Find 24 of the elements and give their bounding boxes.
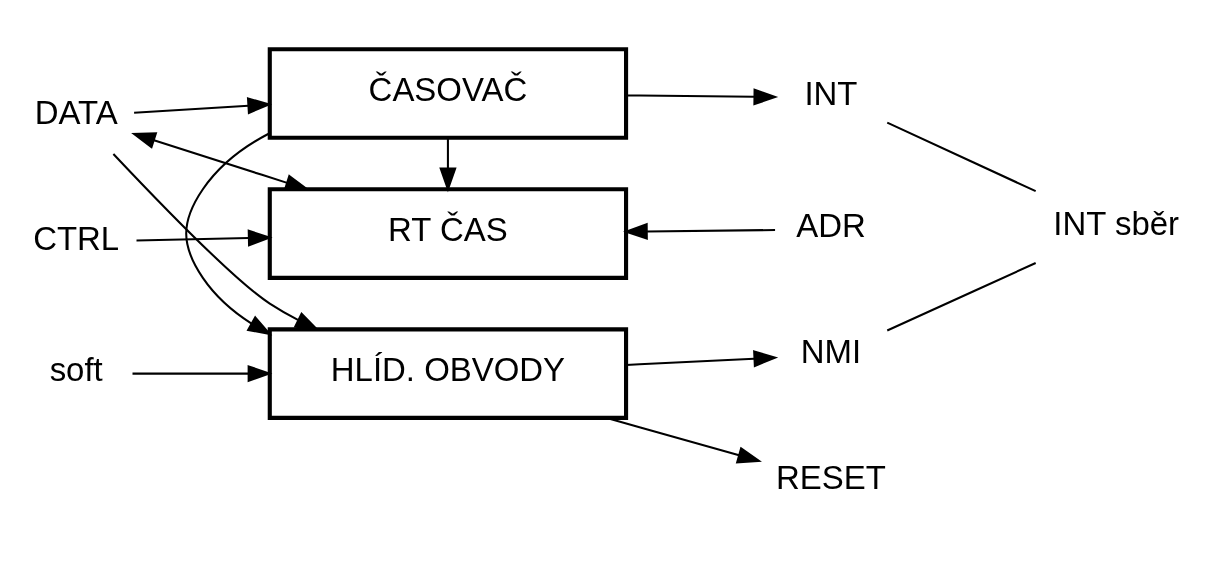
arrow (131, 132, 310, 191)
arrow (112, 153, 320, 331)
node-text: INT sběr (1053, 205, 1180, 243)
arrow (439, 138, 457, 193)
node-box: ČASOVAČ (267, 47, 629, 140)
node-box: RT ČAS (267, 187, 629, 280)
node-text: INT (804, 75, 858, 113)
arrow (623, 222, 776, 241)
arrow (132, 364, 273, 383)
arrow (606, 416, 762, 464)
arrow (185, 132, 273, 336)
arrow (136, 229, 273, 247)
arrow (626, 88, 779, 106)
connector (886, 121, 1037, 193)
node-text: NMI (800, 332, 862, 370)
node-text: soft (49, 351, 103, 389)
connector (886, 262, 1037, 332)
node-text: DATA (34, 94, 118, 131)
node-text: RESET (776, 458, 886, 496)
node-box: HLÍD. OBVODY (267, 327, 629, 420)
arrow (134, 97, 273, 115)
node-text: CTRL (33, 219, 120, 257)
node-text: ADR (796, 207, 866, 245)
arrow (626, 350, 779, 368)
